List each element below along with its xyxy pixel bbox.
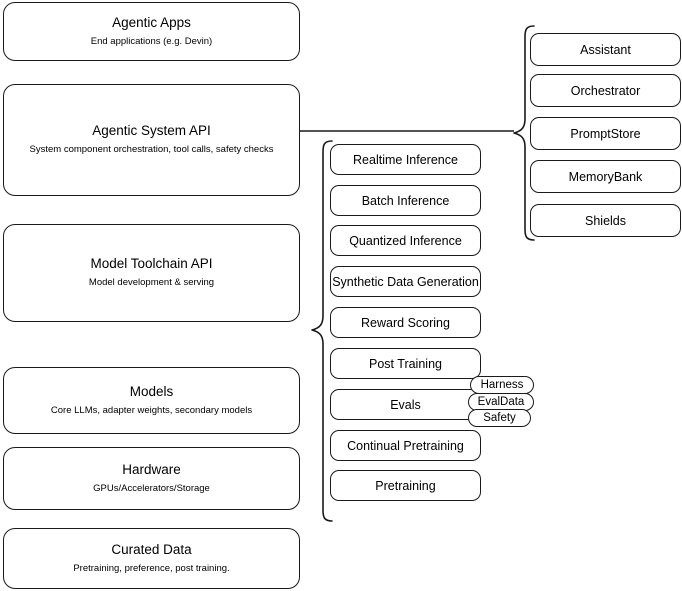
layer-models[interactable]: Models Core LLMs, adapter weights, secon… bbox=[3, 367, 300, 434]
service-label: Continual Pretraining bbox=[347, 438, 464, 453]
service-label: Quantized Inference bbox=[349, 233, 462, 248]
component-memorybank[interactable]: MemoryBank bbox=[530, 160, 681, 193]
service-synthetic-data-generation[interactable]: Synthetic Data Generation bbox=[330, 266, 481, 297]
eval-pill-label: EvalData bbox=[477, 396, 525, 408]
component-promptstore[interactable]: PromptStore bbox=[530, 117, 681, 150]
component-label: Assistant bbox=[580, 42, 631, 57]
layer-agentic-system-api[interactable]: Agentic System API System component orch… bbox=[3, 84, 300, 196]
layer-title: Models bbox=[129, 383, 174, 399]
service-batch-inference[interactable]: Batch Inference bbox=[330, 185, 481, 216]
toolchain-bracket bbox=[308, 138, 334, 524]
layer-model-toolchain-api[interactable]: Model Toolchain API Model development & … bbox=[3, 224, 300, 322]
component-label: PromptStore bbox=[570, 126, 641, 141]
service-post-training[interactable]: Post Training bbox=[330, 348, 481, 379]
eval-pill-harness[interactable]: Harness bbox=[470, 376, 534, 394]
component-label: Shields bbox=[585, 213, 626, 228]
layer-agentic-apps[interactable]: Agentic Apps End applications (e.g. Devi… bbox=[3, 2, 300, 61]
layer-subtitle: GPUs/Accelerators/Storage bbox=[93, 482, 210, 494]
service-label: Post Training bbox=[369, 356, 442, 371]
service-label: Realtime Inference bbox=[353, 152, 458, 167]
component-label: MemoryBank bbox=[568, 169, 643, 184]
service-label: Reward Scoring bbox=[361, 315, 450, 330]
service-pretraining[interactable]: Pretraining bbox=[330, 470, 481, 501]
component-shields[interactable]: Shields bbox=[530, 204, 681, 237]
eval-pill-safety[interactable]: Safety bbox=[468, 409, 531, 427]
layer-subtitle: Pretraining, preference, post training. bbox=[73, 562, 230, 574]
layer-subtitle: Model development & serving bbox=[88, 277, 215, 289]
service-quantized-inference[interactable]: Quantized Inference bbox=[330, 225, 481, 256]
service-evals[interactable]: Evals bbox=[330, 389, 481, 420]
layer-title: Agentic Apps bbox=[112, 14, 191, 30]
component-assistant[interactable]: Assistant bbox=[530, 33, 681, 66]
component-orchestrator[interactable]: Orchestrator bbox=[530, 74, 681, 107]
service-reward-scoring[interactable]: Reward Scoring bbox=[330, 307, 481, 338]
layer-title: Agentic System API bbox=[92, 123, 211, 139]
system-components-bracket bbox=[512, 23, 538, 245]
service-label: Evals bbox=[390, 397, 421, 412]
eval-pill-label: Safety bbox=[483, 412, 516, 424]
service-label: Pretraining bbox=[375, 478, 436, 493]
layer-title: Curated Data bbox=[111, 541, 192, 557]
layer-curated-data[interactable]: Curated Data Pretraining, preference, po… bbox=[3, 528, 300, 589]
layer-subtitle: Core LLMs, adapter weights, secondary mo… bbox=[50, 404, 253, 416]
layer-subtitle: End applications (e.g. Devin) bbox=[90, 35, 213, 47]
layer-title: Model Toolchain API bbox=[90, 256, 213, 272]
system-api-connector-line bbox=[300, 124, 516, 138]
layer-hardware[interactable]: Hardware GPUs/Accelerators/Storage bbox=[3, 447, 300, 510]
component-label: Orchestrator bbox=[570, 83, 641, 98]
service-label: Batch Inference bbox=[361, 193, 450, 208]
layer-subtitle: System component orchestration, tool cal… bbox=[29, 144, 274, 156]
service-label: Synthetic Data Generation bbox=[332, 274, 479, 289]
service-realtime-inference[interactable]: Realtime Inference bbox=[330, 144, 481, 175]
eval-pill-label: Harness bbox=[480, 379, 524, 391]
layer-title: Hardware bbox=[122, 461, 181, 477]
service-continual-pretraining[interactable]: Continual Pretraining bbox=[330, 430, 481, 461]
